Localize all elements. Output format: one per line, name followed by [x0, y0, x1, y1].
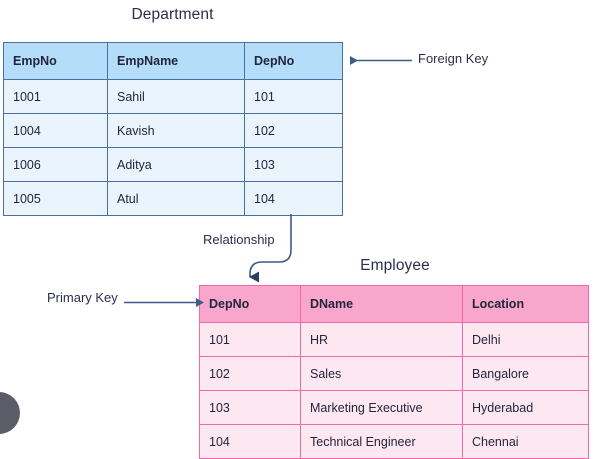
cell-dname: Marketing Executive: [300, 390, 463, 425]
table-row: 1001 Sahil 101: [3, 79, 343, 114]
cell-empno: 1004: [3, 113, 108, 148]
cell-empname: Aditya: [107, 147, 245, 182]
cell-depno: 104: [244, 181, 343, 216]
cell-depno: 102: [244, 113, 343, 148]
cell-dname: HR: [300, 322, 463, 357]
cell-empname: Atul: [107, 181, 245, 216]
cell-depno: 101: [244, 79, 343, 114]
table-row: 1004 Kavish 102: [3, 113, 343, 148]
table-row: 1006 Aditya 103: [3, 147, 343, 182]
cell-location: Chennai: [462, 424, 589, 459]
cell-dname: Technical Engineer: [300, 424, 463, 459]
employee-table-title: Employee: [360, 257, 430, 274]
table-header-row: EmpNo EmpName DepNo: [3, 42, 343, 80]
cell-empno: 1006: [3, 147, 108, 182]
cell-location: Bangalore: [462, 356, 589, 391]
cell-empno: 1005: [3, 181, 108, 216]
column-header-location: Location: [462, 285, 589, 323]
cell-empname: Kavish: [107, 113, 245, 148]
foreign-key-label: Foreign Key: [418, 51, 489, 66]
cell-empno: 1001: [3, 79, 108, 114]
cell-empname: Sahil: [107, 79, 245, 114]
table-row: 101 HR Delhi: [199, 322, 589, 357]
table-row: 102 Sales Bangalore: [199, 356, 589, 391]
column-header-empname: EmpName: [107, 42, 245, 80]
corner-circle-decoration: [0, 392, 20, 434]
relationship-label: Relationship: [203, 232, 275, 247]
cell-location: Delhi: [462, 322, 589, 357]
cell-depno: 103: [199, 390, 301, 425]
employee-table: DepNo DName Location 101 HR Delhi 102 Sa…: [199, 285, 589, 459]
table-header-row: DepNo DName Location: [199, 285, 589, 323]
table-row: 1005 Atul 104: [3, 181, 343, 216]
column-header-dname: DName: [300, 285, 463, 323]
department-table: EmpNo EmpName DepNo 1001 Sahil 101 1004 …: [3, 42, 343, 216]
column-header-depno: DepNo: [199, 285, 301, 323]
table-row: 104 Technical Engineer Chennai: [199, 424, 589, 459]
column-header-empno: EmpNo: [3, 42, 108, 80]
primary-key-label: Primary Key: [47, 290, 118, 305]
department-table-title: Department: [131, 6, 214, 23]
table-row: 103 Marketing Executive Hyderabad: [199, 390, 589, 425]
cell-depno: 104: [199, 424, 301, 459]
cell-dname: Sales: [300, 356, 463, 391]
cell-depno: 101: [199, 322, 301, 357]
cell-location: Hyderabad: [462, 390, 589, 425]
cell-depno: 103: [244, 147, 343, 182]
column-header-depno: DepNo: [244, 42, 343, 80]
cell-depno: 102: [199, 356, 301, 391]
